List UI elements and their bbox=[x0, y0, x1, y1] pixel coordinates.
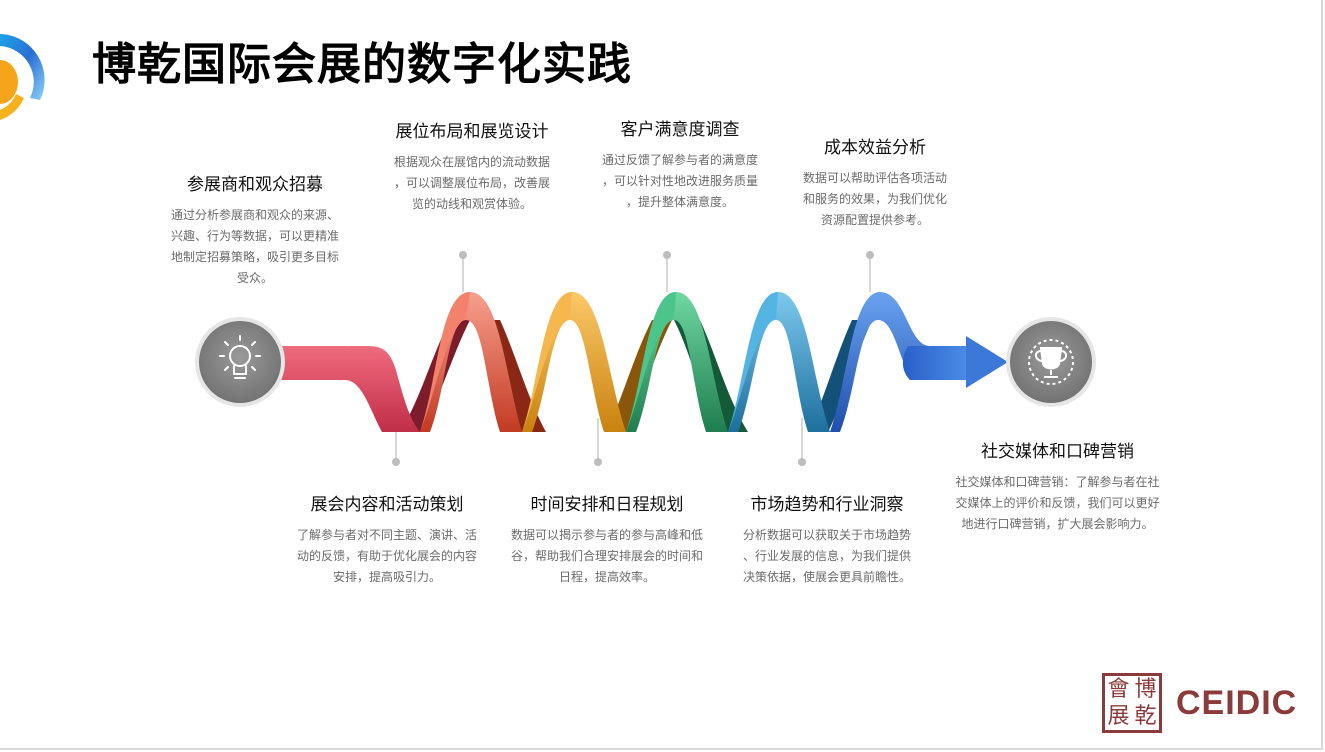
step-schedule-planning: 时间安排和日程规划 数据可以揭示参与者的参与高峰和低 谷，帮助我们合理安排展会的… bbox=[497, 490, 717, 588]
step-heading: 时间安排和日程规划 bbox=[530, 495, 684, 515]
step-cost-benefit: 成本效益分析 数据可以帮助评估各项活动 和服务的效果，为我们优化 资源配置提供参… bbox=[790, 133, 960, 231]
step-description: 了解参与者对不同主题、演讲、活 动的反馈，有助于优化展会的内容 安排，提高吸引力… bbox=[296, 528, 477, 584]
step-description: 通过分析参展商和观众的来源、 兴趣、行为等数据，可以更精准 地制定招募策略，吸引… bbox=[170, 208, 339, 285]
corner-logo-icon bbox=[0, 34, 45, 120]
step-content-planning: 展会内容和活动策划 了解参与者对不同主题、演讲、活 动的反馈，有助于优化展会的内… bbox=[287, 490, 487, 588]
step-social-media-marketing: 社交媒体和口碑营销 社交媒体和口碑营销：了解参与者在社 交媒体上的评价和反馈，我… bbox=[945, 437, 1170, 535]
connectors bbox=[392, 251, 874, 466]
brand-seal-icon: 博 會 乾 展 bbox=[1102, 673, 1162, 733]
ribbon-pink bbox=[280, 345, 420, 432]
start-icon-circle bbox=[195, 317, 285, 407]
trophy-icon bbox=[1028, 339, 1074, 385]
step-heading: 社交媒体和口碑营销 bbox=[981, 442, 1134, 462]
step-satisfaction-survey: 客户满意度调查 通过反馈了解参与者的满意度 ，可以针对性地改进服务质量 ，提升整… bbox=[585, 115, 775, 213]
ribbon-teal bbox=[728, 292, 830, 432]
page-title: 博乾国际会展的数字化实践 bbox=[92, 39, 632, 90]
step-heading: 成本效益分析 bbox=[824, 138, 926, 158]
step-heading: 展位布局和展览设计 bbox=[395, 122, 549, 142]
lightbulb-icon bbox=[219, 335, 261, 379]
ribbon-blue bbox=[830, 292, 968, 432]
ribbon-arrowhead bbox=[966, 336, 1008, 388]
step-market-insight: 市场趋势和行业洞察 分析数据可以获取关于市场趋势 、行业发展的信息，为我们提供 … bbox=[727, 490, 927, 588]
step-description: 数据可以揭示参与者的参与高峰和低 谷，帮助我们合理安排展会的时间和 日程，提高效… bbox=[510, 528, 703, 584]
brand-name: CEIDIC bbox=[1176, 683, 1298, 722]
step-description: 社交媒体和口碑营销：了解参与者在社 交媒体上的评价和反馈，我们可以更好 地进行口… bbox=[955, 475, 1160, 531]
step-description: 分析数据可以获取关于市场趋势 、行业发展的信息，为我们提供 决策依据，使展会更具… bbox=[742, 528, 911, 584]
step-participant-recruitment: 参展商和观众招募 通过分析参展商和观众的来源、 兴趣、行为等数据，可以更精准 地… bbox=[160, 170, 350, 289]
step-heading: 展会内容和活动策划 bbox=[310, 495, 464, 515]
step-description: 数据可以帮助评估各项活动 和服务的效果，为我们优化 资源配置提供参考。 bbox=[802, 171, 947, 227]
ribbon-orange bbox=[522, 292, 626, 432]
step-description: 根据观众在展馆内的流动数据 ，可以调整展位布局，改善展 览的动线和观赏体验。 bbox=[393, 155, 550, 211]
step-description: 通过反馈了解参与者的满意度 ，可以针对性地改进服务质量 ，提升整体满意度。 bbox=[601, 153, 758, 209]
brand-logo: 博 會 乾 展 CEIDIC bbox=[1102, 673, 1297, 733]
step-booth-layout: 展位布局和展览设计 根据观众在展馆内的流动数据 ，可以调整展位布局，改善展 览的… bbox=[377, 117, 567, 215]
step-heading: 市场趋势和行业洞察 bbox=[750, 495, 904, 515]
step-heading: 参展商和观众招募 bbox=[187, 175, 323, 195]
step-heading: 客户满意度调查 bbox=[620, 120, 740, 140]
